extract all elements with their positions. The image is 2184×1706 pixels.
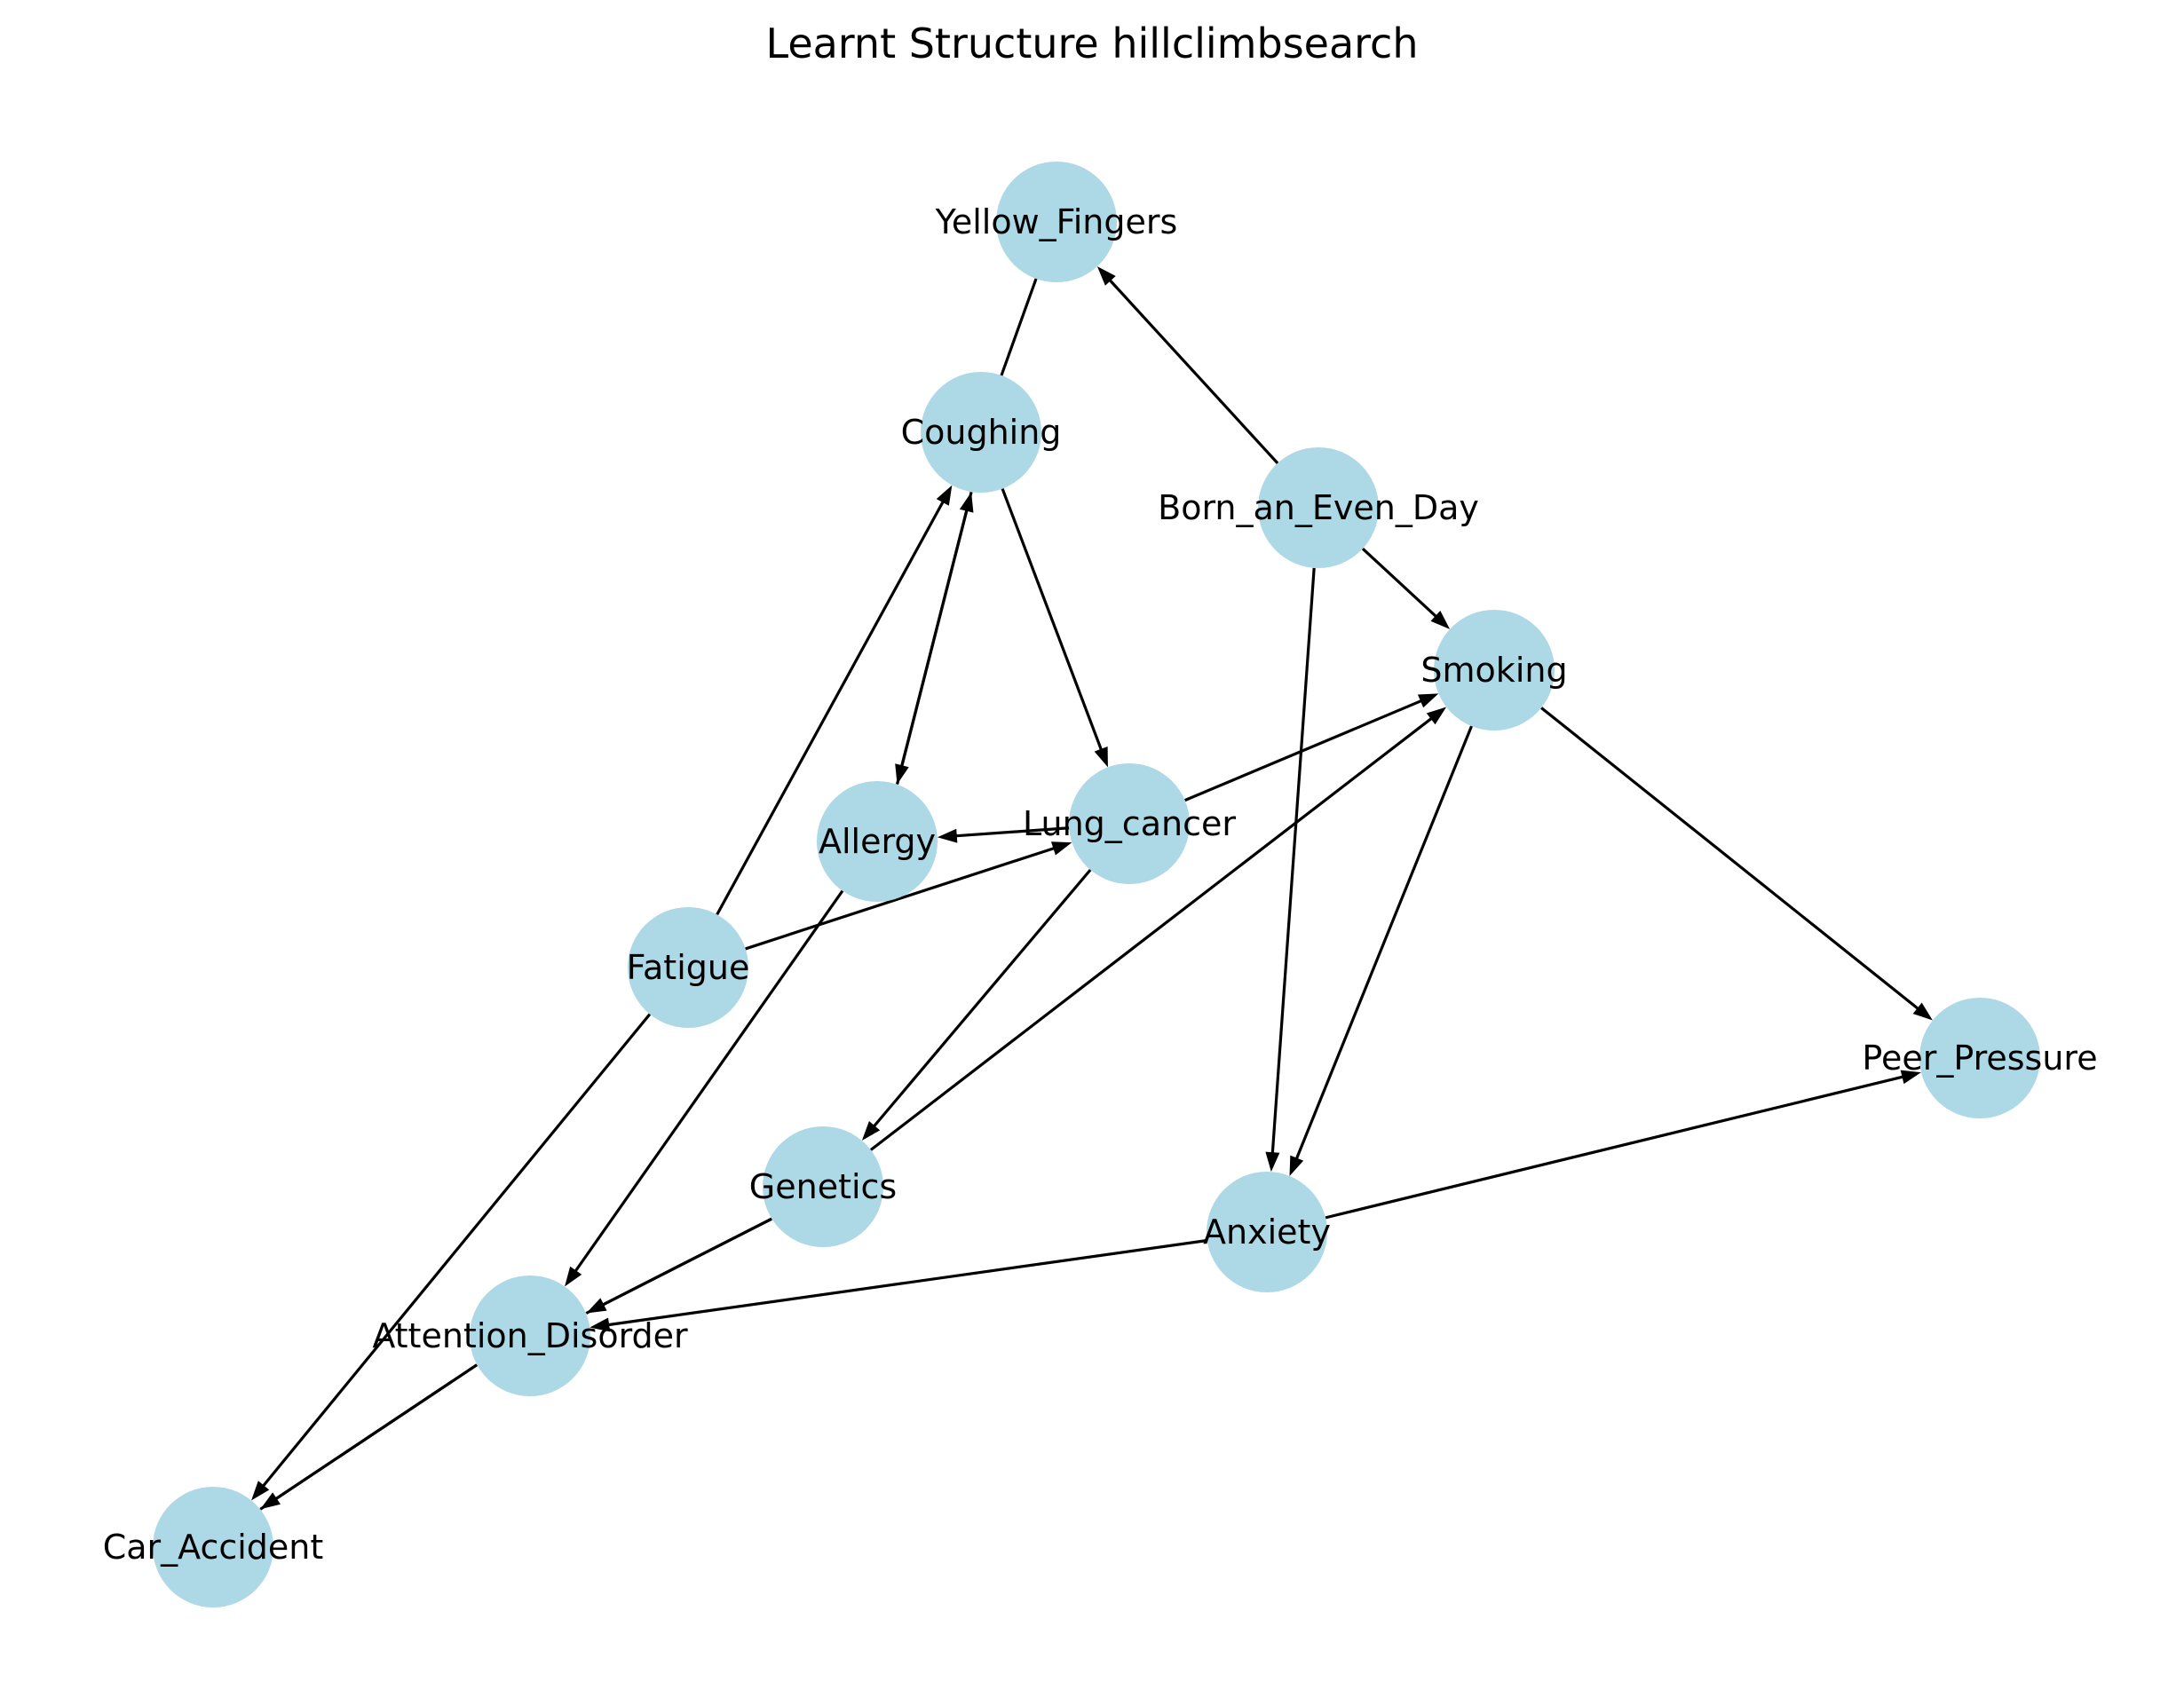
arrow-head-icon	[861, 1121, 881, 1141]
edge-allergy-to-attention-disorder	[565, 889, 844, 1287]
arrow-head-icon	[1050, 841, 1072, 856]
edge-line	[606, 1238, 1207, 1327]
edge-coughing-to-lung-cancer	[1001, 488, 1108, 768]
node-born-an-even-day: Born_an_Even_Day	[1158, 447, 1479, 568]
edges-layer	[251, 266, 1933, 1511]
node-smoking: Smoking	[1420, 610, 1568, 731]
edge-fatigue-to-lung-cancer	[745, 841, 1072, 951]
edge-line	[1325, 1075, 1905, 1220]
arrow-head-icon	[937, 828, 958, 843]
arrow-head-icon	[1426, 707, 1447, 725]
arrow-head-icon	[1900, 1070, 1921, 1085]
node-circle	[628, 907, 748, 1028]
arrow-head-icon	[936, 485, 953, 506]
node-label: Coughing	[901, 413, 1062, 452]
edge-lung-cancer-to-smoking	[1184, 693, 1439, 802]
edge-line	[261, 1013, 652, 1489]
edge-coughing-to-yellow-fingers	[1000, 278, 1038, 376]
edge-line	[745, 846, 1056, 951]
node-genetics: Genetics	[749, 1126, 897, 1247]
edge-attention-disorder-to-genetics	[585, 1217, 772, 1315]
node-circle	[1919, 998, 2040, 1118]
edge-line	[716, 500, 946, 916]
node-circle	[1434, 610, 1555, 731]
edge-line	[585, 1217, 772, 1315]
diagram-title: Learnt Structure hillclimbsearch	[766, 20, 1419, 67]
edge-smoking-to-anxiety	[1289, 725, 1473, 1176]
arrow-head-icon	[590, 1317, 611, 1332]
arrow-head-icon	[959, 492, 974, 513]
edge-line	[1001, 488, 1104, 752]
node-label: Anxiety	[1203, 1212, 1331, 1252]
node-label: Car_Accident	[103, 1528, 324, 1567]
node-label: Lung_cancer	[1023, 804, 1236, 843]
node-circle	[1258, 447, 1379, 568]
node-yellow-fingers: Yellow_Fingers	[935, 162, 1178, 282]
edge-anxiety-to-peer-pressure	[1325, 1070, 1921, 1220]
node-label: Genetics	[749, 1167, 897, 1206]
edge-born-an-even-day-to-anxiety	[1265, 567, 1316, 1173]
edge-fatigue-to-coughing	[716, 485, 953, 916]
edge-genetics-to-smoking	[869, 707, 1447, 1151]
node-allergy: Allergy	[817, 781, 938, 902]
node-label: Fatigue	[627, 948, 750, 987]
arrow-head-icon	[1265, 1151, 1280, 1173]
edge-line	[1361, 547, 1438, 619]
arrow-head-icon	[1094, 746, 1108, 768]
edge-lung-cancer-to-genetics	[861, 868, 1092, 1141]
node-car-accident: Car_Accident	[103, 1487, 324, 1607]
edge-allergy-to-coughing	[895, 492, 974, 785]
edge-line	[1108, 278, 1279, 464]
node-label: Allergy	[819, 822, 936, 861]
node-label: Peer_Pressure	[1862, 1039, 2097, 1078]
arrow-head-icon	[251, 1481, 270, 1501]
node-circle	[996, 162, 1117, 282]
arrow-head-icon	[1096, 266, 1116, 286]
edge-car-accident-to-attention-disorder	[259, 1363, 478, 1511]
arrow-head-icon	[1430, 611, 1451, 629]
edge-born-an-even-day-to-smoking	[1361, 547, 1451, 629]
node-label: Attention_Disorder	[372, 1316, 688, 1355]
edge-line	[1540, 707, 1920, 1011]
arrow-head-icon	[1417, 693, 1439, 708]
node-fatigue: Fatigue	[627, 907, 750, 1028]
edge-line	[895, 509, 969, 785]
edge-born-an-even-day-to-yellow-fingers	[1096, 266, 1279, 464]
arrow-head-icon	[565, 1266, 582, 1287]
node-circle	[763, 1126, 883, 1247]
edge-line	[1000, 278, 1038, 376]
edge-line	[954, 826, 1070, 838]
node-coughing: Coughing	[901, 372, 1062, 493]
edge-line	[1294, 725, 1473, 1161]
node-circle	[921, 372, 1041, 493]
edge-lung-cancer-to-allergy	[937, 826, 1070, 843]
arrow-head-icon	[1289, 1155, 1304, 1176]
edge-anxiety-to-attention-disorder	[590, 1238, 1207, 1332]
edge-line	[1184, 699, 1423, 802]
node-circle	[1069, 763, 1190, 884]
arrow-head-icon	[1912, 1002, 1933, 1021]
node-peer-pressure: Peer_Pressure	[1862, 998, 2098, 1118]
edge-line	[869, 716, 1434, 1151]
node-lung-cancer: Lung_cancer	[1023, 763, 1236, 884]
node-attention-disorder: Attention_Disorder	[372, 1276, 688, 1396]
node-circle	[817, 781, 938, 902]
nodes-layer: Yellow_FingersCoughingBorn_an_Even_DaySm…	[103, 162, 2098, 1607]
edge-line	[872, 868, 1092, 1128]
node-label: Smoking	[1420, 651, 1567, 690]
edge-line	[574, 889, 844, 1274]
node-label: Born_an_Even_Day	[1158, 488, 1479, 527]
node-circle	[153, 1487, 273, 1607]
node-anxiety: Anxiety	[1203, 1172, 1331, 1292]
edge-line	[259, 1363, 478, 1511]
node-label: Yellow_Fingers	[935, 202, 1178, 241]
edge-fatigue-to-car-accident	[251, 1013, 652, 1501]
edge-smoking-to-peer-pressure	[1540, 707, 1933, 1021]
node-circle	[470, 1276, 590, 1396]
node-circle	[1207, 1172, 1327, 1292]
edge-line	[1270, 567, 1316, 1155]
